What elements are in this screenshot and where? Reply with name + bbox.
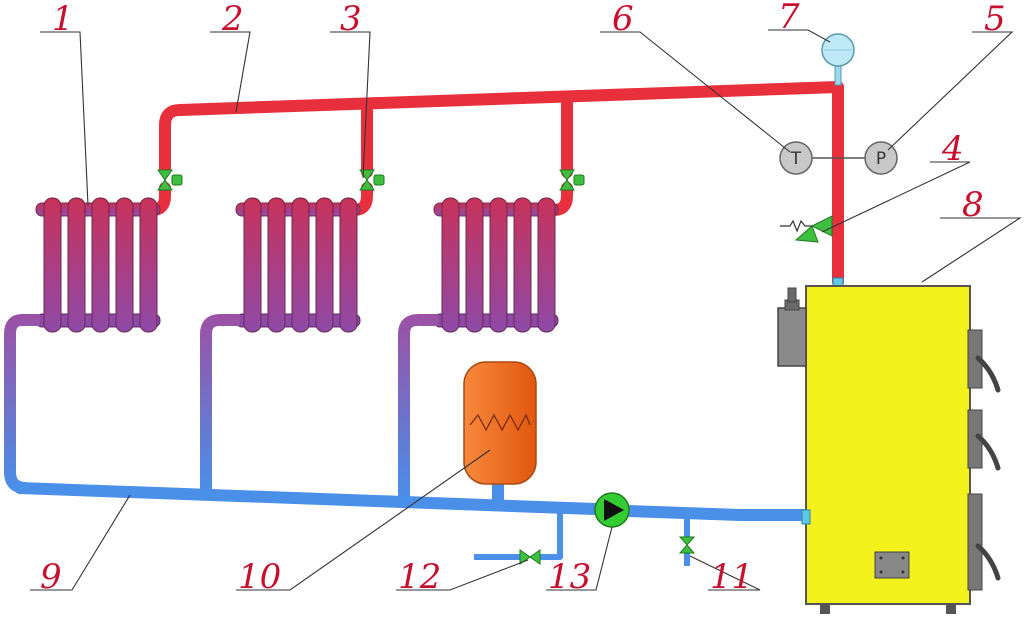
circulation-pump xyxy=(594,492,630,528)
label-1: 1 xyxy=(52,0,74,39)
boiler xyxy=(777,277,1001,614)
safety-valve xyxy=(780,215,833,243)
label-10: 10 xyxy=(238,557,281,597)
drain-valve xyxy=(519,549,541,565)
thermometer-gauge: T xyxy=(779,141,813,175)
label-8: 8 xyxy=(962,185,984,225)
thermometer-letter: T xyxy=(790,149,802,169)
radiator-2 xyxy=(235,197,361,333)
label-11: 11 xyxy=(710,557,753,597)
fill-valve xyxy=(678,536,696,554)
pressure-letter: P xyxy=(876,149,886,169)
label-9: 9 xyxy=(40,557,62,597)
label-6: 6 xyxy=(612,0,634,39)
expansion-tank xyxy=(463,361,537,485)
radiator-valve-3 xyxy=(559,169,585,191)
return-risers xyxy=(4,314,438,498)
label-13: 13 xyxy=(548,557,591,597)
pressure-gauge: P xyxy=(864,141,898,175)
air-vent xyxy=(821,33,855,86)
radiator-3 xyxy=(433,197,559,333)
radiator-1 xyxy=(35,197,161,333)
drain-branch-pipe xyxy=(474,510,690,566)
number-labels: 1 2 3 4 5 6 7 8 9 10 12 13 11 xyxy=(40,0,1006,597)
label-12: 12 xyxy=(398,557,441,597)
label-4: 4 xyxy=(941,129,964,169)
label-5: 5 xyxy=(984,0,1006,39)
radiator-valve-1 xyxy=(157,169,183,191)
label-2: 2 xyxy=(221,0,244,39)
label-3: 3 xyxy=(340,0,362,39)
leader-lines xyxy=(30,29,1022,591)
supply-pipe xyxy=(146,81,844,288)
label-7: 7 xyxy=(778,0,800,37)
return-pipe xyxy=(14,476,812,521)
